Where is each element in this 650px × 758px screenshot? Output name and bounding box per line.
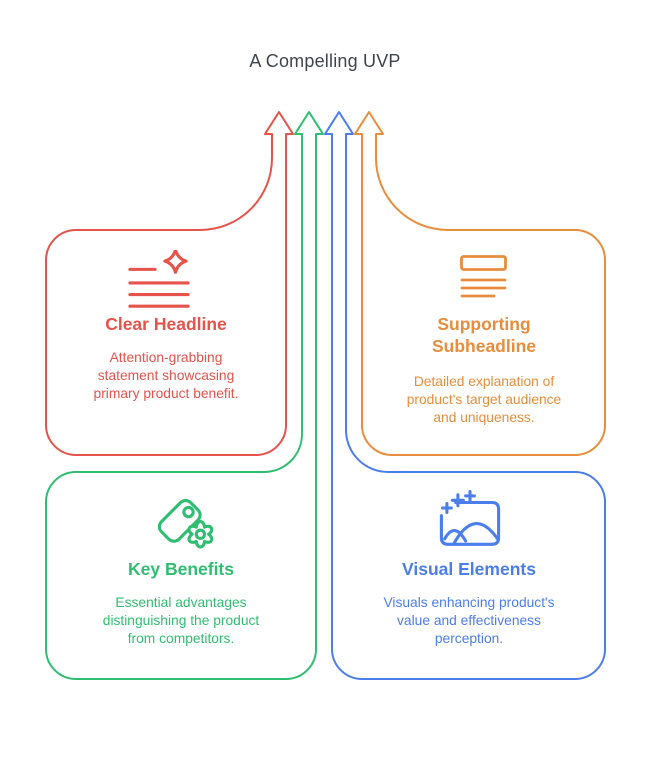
- visual-elements-description: Visuals enhancing product's value and ef…: [383, 595, 555, 646]
- image-sparkles-icon: [439, 489, 501, 546]
- tag-gear-icon: [157, 498, 214, 549]
- headline-sparkle-icon: [128, 250, 190, 308]
- subheadline-text-lines-icon: [460, 255, 507, 298]
- supporting-subheadline-title: Supporting Subheadline: [431, 314, 537, 357]
- key-benefits-description: Essential advantages distinguishing the …: [102, 595, 260, 646]
- clear-headline-title: Clear Headline: [105, 314, 227, 334]
- visual-elements-box-arrow: [324, 111, 606, 680]
- clear-headline-box-arrow: [45, 111, 294, 456]
- supporting-subheadline-description: Detailed explanation of product's target…: [406, 374, 562, 425]
- supporting-subheadline-box-arrow: [354, 111, 606, 456]
- clear-headline-description: Attention-grabbing statement showcasing …: [93, 350, 239, 401]
- key-benefits-title: Key Benefits: [127, 559, 234, 579]
- key-benefits-box-arrow: [45, 111, 324, 680]
- visual-elements-title: Visual Elements: [402, 559, 536, 579]
- page-title: A Compelling UVP: [249, 51, 401, 71]
